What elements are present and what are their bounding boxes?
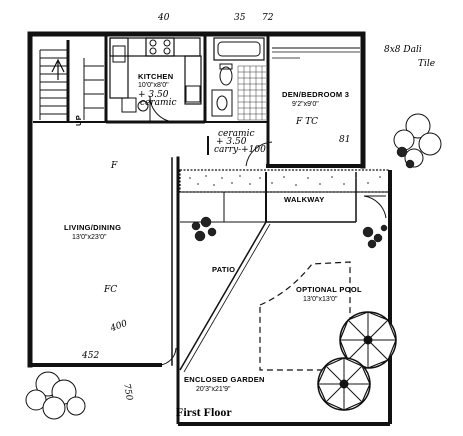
tile-note-line2: Tile xyxy=(418,59,435,69)
pool-name: OPTIONAL POOL xyxy=(296,285,362,294)
hall-note-ceramic: ceramic xyxy=(218,129,255,139)
note-35: 35 xyxy=(234,13,246,23)
planter-texture xyxy=(189,175,381,186)
tile-floor-grid xyxy=(237,65,266,121)
living-note-400: 400 xyxy=(108,319,129,335)
palm-tree-icon xyxy=(317,311,397,411)
note-40: 40 xyxy=(157,13,170,23)
living-dims: 13'0"x23'0" xyxy=(72,234,107,241)
pool-dims: 13'0"x13'0" xyxy=(303,296,338,303)
kitchen-note-ceramic: ceramic xyxy=(140,98,177,108)
living-door-swing xyxy=(159,347,177,366)
garden-dims: 20'3"x21'9" xyxy=(196,386,231,393)
exterior-walls xyxy=(27,31,366,368)
living-note-f: F xyxy=(110,161,118,171)
kitchen-name: KITCHEN xyxy=(138,72,173,81)
living-note-fc: FC xyxy=(103,285,117,295)
stair-up-label: UP xyxy=(74,115,83,126)
kitchen-dims: 10'0"x8'0" xyxy=(138,82,169,89)
den-note-81: 81 xyxy=(339,135,350,145)
shrub-icon xyxy=(25,113,442,420)
note-72: 72 xyxy=(262,13,274,23)
den-note-ftc: F TC xyxy=(295,117,318,127)
patio-name: PATIO xyxy=(212,265,235,274)
kitchen-note-price: + 3.50 xyxy=(138,90,169,100)
walkway-name: WALKWAY xyxy=(284,195,325,204)
living-name: LIVING/DINING xyxy=(64,223,121,232)
note-750: 750 xyxy=(121,383,134,402)
tile-note-line1: 8x8 Dali xyxy=(384,45,422,55)
pool-outline xyxy=(259,261,351,371)
floor-caption: First Floor xyxy=(176,405,232,419)
kitchen-walls xyxy=(104,34,207,124)
garden-name: ENCLOSED GARDEN xyxy=(184,375,265,384)
garden-walls xyxy=(176,169,392,426)
den-details xyxy=(272,47,360,59)
shrub-dark-icon xyxy=(191,146,415,249)
living-note-452: 452 xyxy=(81,351,99,361)
den-dims: 9'2"x9'0" xyxy=(292,101,319,108)
staircase xyxy=(33,40,106,123)
bath-walls xyxy=(205,34,273,167)
hall-note-price: + 3.50 xyxy=(216,137,247,147)
den-name: DEN/BEDROOM 3 xyxy=(282,90,349,99)
hall-note-carry: carry-+100 xyxy=(214,145,266,155)
